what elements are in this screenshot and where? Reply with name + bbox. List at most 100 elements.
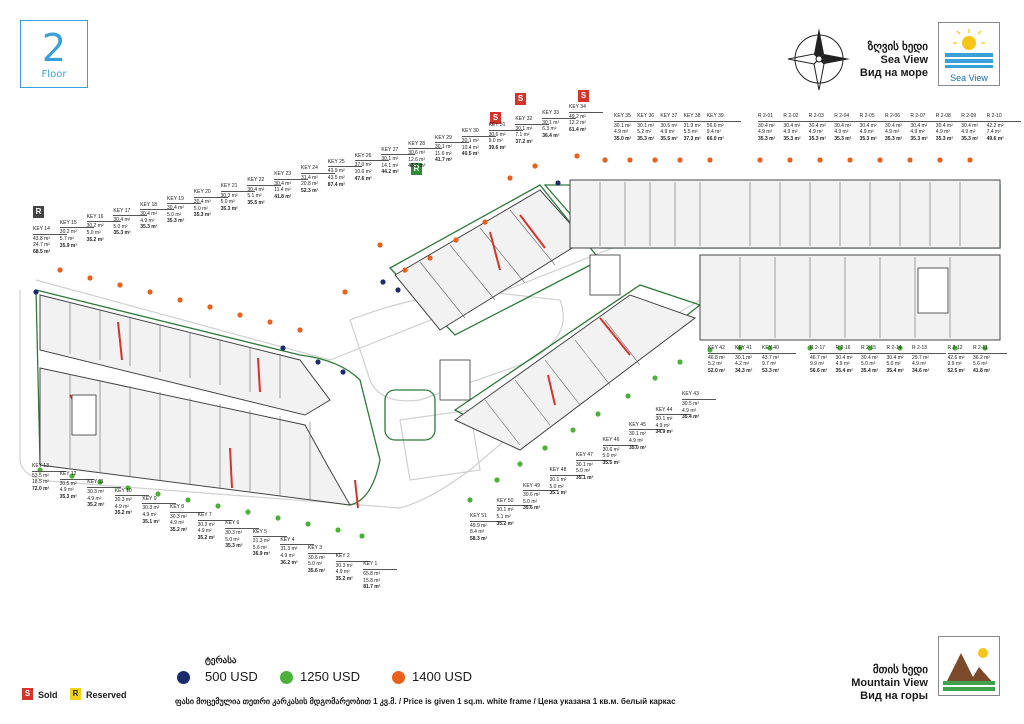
unit-key: R 2-01 [758,113,774,119]
unit-terrace-area: 4.9 m² [614,129,629,136]
unit-total-area: 35.9 m² [59,242,78,249]
unit-total-area: 40.5 m² [461,151,480,158]
unit-terrace-area: 4.2 m² [735,361,750,368]
unit-living-area: 37.0 m² [354,162,372,169]
unit-living-area: 46.7 m² [810,354,827,361]
unit-living-area: 30.4 m² [861,354,878,361]
unit-terrace-area: 4.9 m² [142,511,157,518]
unit-dividers [69,182,961,500]
unit-living-area: 30.2 m² [59,229,77,236]
unit-rule [461,135,496,137]
unit-total-area: 35.2 m² [86,236,104,243]
unit-rule [33,233,67,235]
unit-terrace-area: 8.4 m² [470,529,485,536]
unit-rule [308,552,342,554]
unit-key: KEY 20 [193,189,211,196]
unit-living-area: 30.4 m² [783,122,801,129]
unit-key: KEY 45 [629,421,646,428]
unit-key: KEY 11 [87,479,104,486]
unit-living-area: 31.3 m² [280,546,298,553]
unit-key: KEY 47 [576,452,593,459]
unit-terrace-area: 5.2 m² [637,129,652,136]
unit-total-area: 44.2 m² [381,169,399,176]
unit-key: KEY 37 [660,113,678,119]
unit-rule [569,111,603,113]
unit-rule [515,123,550,125]
unit-key: KEY 10 [114,487,132,494]
mountain-view-russian: Вид на горы [860,690,928,702]
unit-total-area: 35.6 m² [523,505,541,512]
unit-rule [408,148,443,150]
sold-tag: S [515,93,526,105]
unit-rule [488,129,523,131]
unit-key: KEY 23 [274,171,292,178]
unit-rule [885,120,919,122]
unit-living-area: 30.4 m² [859,122,877,129]
unit-living-area: 49.9 m² [470,522,487,529]
unit-terrace-area: 4.9 m² [835,361,850,368]
unit-rule [655,414,690,416]
unit-total-area: 47.6 m² [354,175,372,182]
unit-total-area: 41.7 m² [435,157,453,164]
unit-key: KEY 44 [655,406,673,413]
unit-terrace-area: 9.9 m² [947,361,962,368]
unit-rule [861,352,895,354]
unit-terrace-area: 10.4 m² [461,144,479,151]
unit-rule [381,154,416,156]
unit-total-area: 41.8 m² [973,367,991,374]
unit-terrace-area: 5.0 m² [113,223,128,230]
unit-terrace-area: 4.9 m² [629,437,644,444]
unit-total-area: 35.2 m² [114,510,133,517]
unit-living-area: 30.4 m² [247,186,265,193]
unit-total-area: 35.3 m² [220,206,238,213]
unit-living-area: 31.3 m² [252,538,270,545]
unit-terrace-area: 14.1 m² [381,162,399,169]
price-note: ფასი მოცემულია თეთრი კარკასის მდგომარეობ… [175,697,676,706]
unit-total-area: 34.3 m² [735,367,753,374]
unit-total-area: 35.3 m² [885,135,903,142]
unit-total-area: 35.2 m² [496,520,514,527]
unit-rule [32,470,66,472]
unit-total-area: 37.2 m² [515,138,533,145]
price-label-1250: 1250 USD [300,669,360,684]
unit-terrace-area: 5.0 m² [86,229,101,236]
unit-terrace-area: 4.9 m² [170,520,185,527]
unit-key: KEY 13 [32,463,49,469]
unit-rule [113,215,148,217]
unit-key: R 2-03 [808,113,824,119]
unit-terrace-area: 4.9 m² [87,495,102,502]
unit-total-area: 36.9 m² [252,551,271,558]
unit-terrace-area: 5.1 m² [496,513,511,520]
unit-living-area: 30.1 m² [614,122,631,129]
unit-terrace-area: 5.0 m² [549,483,564,490]
sea-view-russian: Вид на море [859,67,928,79]
unit-terrace-area: 4.9 m² [961,129,976,136]
unit-rule [193,196,228,198]
unit-terrace-area: 5.0 m² [861,361,876,368]
unit-rule [912,352,946,354]
unit-key: KEY 4 [280,536,295,543]
unit-rule [935,120,970,122]
unit-total-area: 35.4 m² [835,367,853,374]
unit-key: KEY 36 [637,113,655,119]
unit-living-area: 30.4 m² [935,122,953,129]
unit-living-area: 49.2 m² [569,113,586,120]
unit-key: R 2-02 [783,113,799,119]
sea-sun-icon [945,29,993,68]
unit-terrace-area: 5.0 m² [225,536,240,543]
